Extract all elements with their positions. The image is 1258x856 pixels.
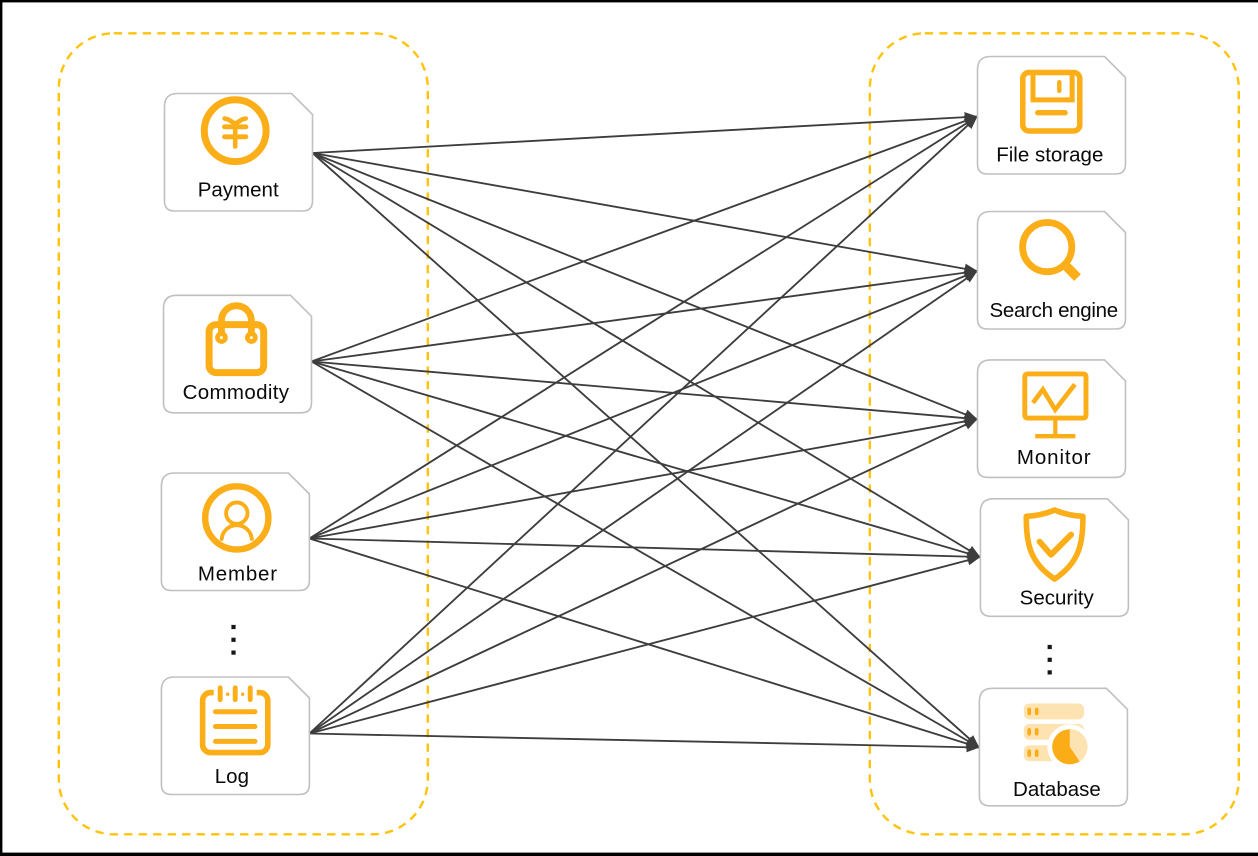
svg-text:Database: Database (1013, 778, 1101, 801)
svg-text:Security: Security (1020, 587, 1095, 610)
svg-text:Monitor: Monitor (1017, 446, 1092, 469)
svg-text:Search engine: Search engine (990, 299, 1118, 322)
svg-text:Payment: Payment (198, 179, 279, 202)
svg-text:Log: Log (215, 765, 249, 788)
svg-text:Member: Member (198, 562, 278, 585)
svg-text:File storage: File storage (996, 144, 1103, 167)
svg-text:Commodity: Commodity (183, 381, 290, 404)
